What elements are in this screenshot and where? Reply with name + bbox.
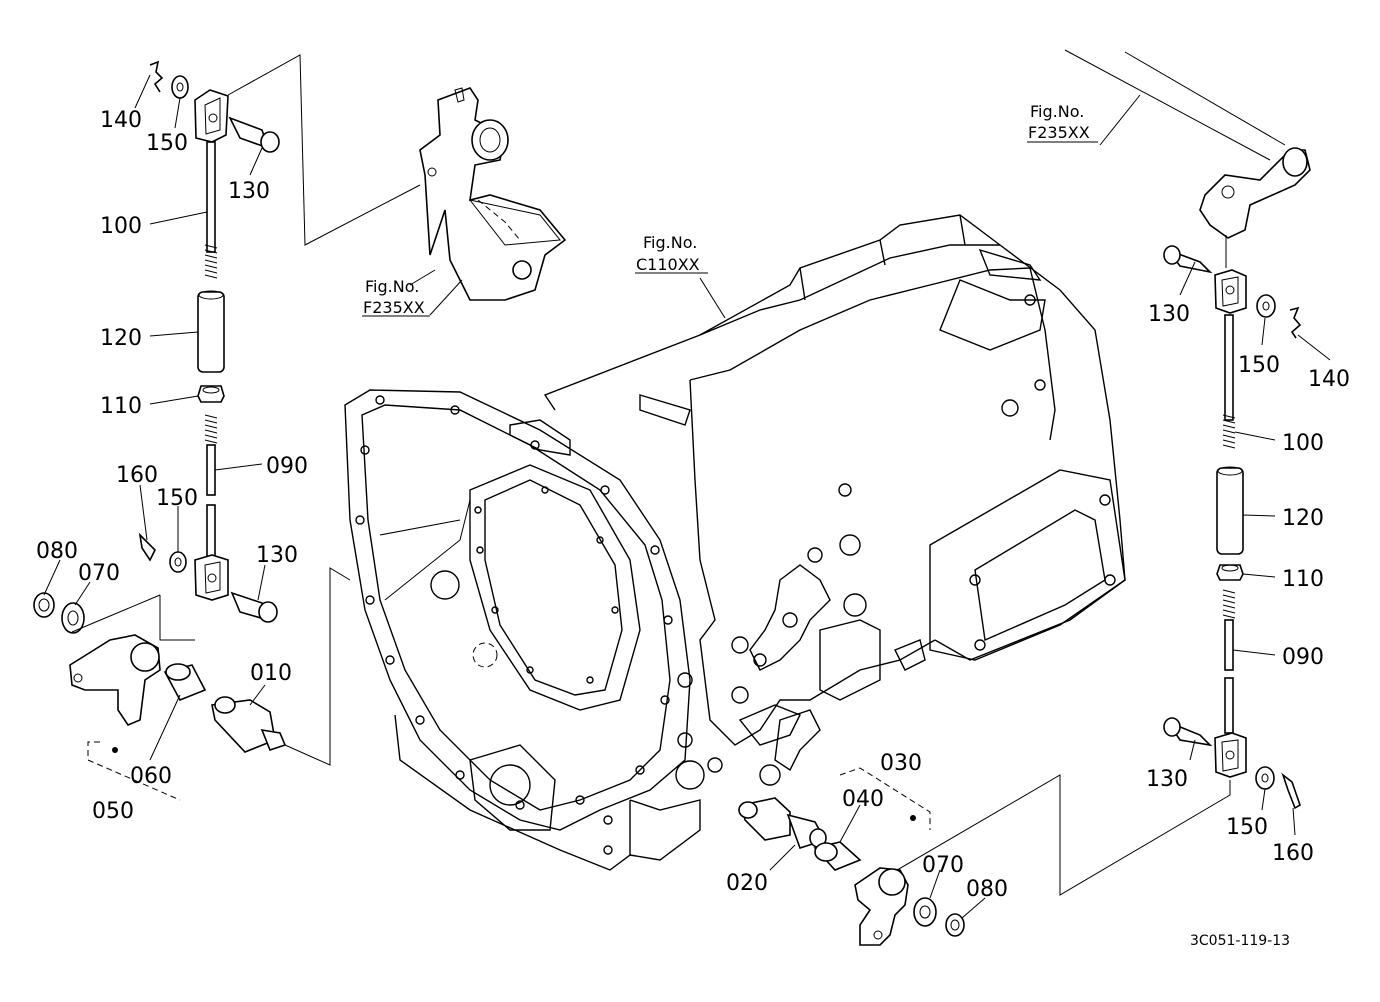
ref-center-line1: Fig.No. — [643, 233, 697, 252]
lower-right-shift-parts — [738, 767, 965, 946]
label-130-left-bottom: 130 — [256, 543, 298, 568]
label-080-left: 080 — [36, 539, 78, 564]
label-100-right: 100 — [1282, 431, 1324, 456]
label-070-right: 070 — [922, 853, 964, 878]
transmission-housing — [344, 214, 1126, 871]
label-010: 010 — [250, 661, 292, 686]
label-070-left: 070 — [78, 561, 120, 586]
upper-left-lever — [419, 87, 567, 301]
label-150-right-bottom: 150 — [1226, 815, 1268, 840]
ref-left-upper-line1: Fig.No. — [365, 277, 419, 296]
label-140-right: 140 — [1308, 367, 1350, 392]
label-090-right: 090 — [1282, 645, 1324, 670]
label-100-left: 100 — [100, 214, 142, 239]
label-140-left: 140 — [100, 108, 142, 133]
left-part-labels: 140 150 130 100 120 110 090 160 150 130 … — [36, 108, 308, 824]
ref-center-line2: C110XX — [636, 255, 700, 274]
label-090-left: 090 — [266, 454, 308, 479]
label-150-left-top: 150 — [146, 131, 188, 156]
right-rod-assembly — [879, 49, 1311, 896]
label-160-right: 160 — [1272, 841, 1314, 866]
figure-references: Fig.No. F235XX Fig.No. C110XX Fig.No. F2… — [362, 102, 1098, 317]
label-080-right: 080 — [966, 877, 1008, 902]
label-120-left: 120 — [100, 326, 142, 351]
label-030: 030 — [880, 751, 922, 776]
label-120-right: 120 — [1282, 506, 1324, 531]
label-130-right-top: 130 — [1148, 302, 1190, 327]
right-part-labels: 130 150 140 100 120 110 090 130 150 160 … — [726, 302, 1350, 902]
label-060: 060 — [130, 764, 172, 789]
label-040: 040 — [842, 787, 884, 812]
label-020: 020 — [726, 871, 768, 896]
ref-left-upper-line2: F235XX — [363, 298, 425, 317]
label-130-left-top: 130 — [228, 179, 270, 204]
label-110-left: 110 — [100, 394, 142, 419]
label-150-right-top: 150 — [1238, 353, 1280, 378]
ref-right-upper-line1: Fig.No. — [1030, 102, 1084, 121]
leader-lines — [43, 74, 1331, 919]
label-050: 050 — [92, 799, 134, 824]
figure-code: 3C051-119-13 — [1190, 933, 1290, 949]
label-150-left-bottom: 150 — [156, 486, 198, 511]
ref-right-upper-line2: F235XX — [1028, 123, 1090, 142]
left-rod-assembly — [33, 54, 421, 801]
label-130-right-bottom: 130 — [1146, 767, 1188, 792]
label-110-right: 110 — [1282, 567, 1324, 592]
label-160-left: 160 — [116, 463, 158, 488]
